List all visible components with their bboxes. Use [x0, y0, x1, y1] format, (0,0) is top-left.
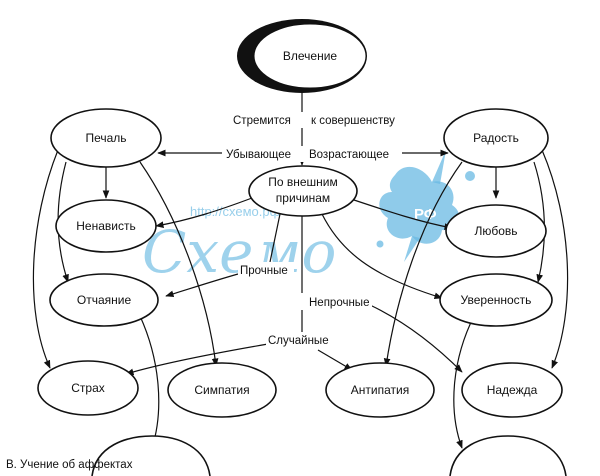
edge-radost-antipatiya — [383, 161, 463, 367]
node-vneshnim-line1: По внешним — [268, 175, 338, 189]
edge-vneshnim-prochnye — [269, 213, 281, 263]
label-stremitsya: Стремится — [233, 115, 291, 127]
label-sluchaynye: Случайные — [268, 335, 329, 347]
node-simpatiya: Симпатия — [167, 362, 277, 418]
node-vlechenie: Влечение — [237, 19, 367, 93]
watermark-rf: РФ — [414, 206, 437, 223]
edges — [32, 92, 569, 449]
edge-labels: Стремится к совершенству Убывающее Возра… — [222, 112, 402, 347]
figure-caption: В. Учение об аффектах — [6, 459, 133, 471]
node-simpatiya-label: Симпатия — [194, 383, 249, 397]
edge-neprochnye-nadezhda — [369, 304, 463, 373]
node-nenavist: Ненависть — [55, 199, 157, 253]
edge-sluchaynye-antipatiya — [317, 349, 353, 371]
nodes: Влечение Печаль Радость По внешним причи… — [37, 19, 567, 476]
node-lyubov: Любовь — [445, 204, 547, 258]
node-uverennost: Уверенность — [439, 273, 553, 327]
node-otchayanie: Отчаяние — [49, 273, 159, 327]
node-radost: Радость — [443, 108, 549, 168]
edge-otchayanie-lower — [139, 315, 160, 449]
node-nenavist-label: Ненависть — [76, 219, 135, 233]
node-nadezhda-label: Надежда — [487, 383, 538, 397]
node-vneshnim-line2: причинам — [276, 191, 330, 205]
edge-radost-uverennost — [533, 161, 545, 283]
watermark-url: http://схемо.рф — [190, 204, 281, 219]
node-lower-right-partial — [449, 435, 567, 476]
node-strakh: Страх — [37, 360, 139, 416]
node-pechal-label: Печаль — [85, 131, 126, 145]
edge-pechal-simpatiya — [139, 161, 219, 367]
node-uverennost-label: Уверенность — [461, 293, 532, 307]
node-otchayanie-label: Отчаяние — [77, 293, 132, 307]
node-vneshnim: По внешним причинам — [248, 165, 358, 217]
edge-vneshnim-lyubov — [353, 199, 453, 230]
edge-vneshnim-nenavist — [155, 197, 253, 228]
node-nadezhda: Надежда — [461, 362, 563, 418]
edge-uverennost-lower — [453, 315, 475, 449]
label-neprochnye: Непрочные — [309, 297, 369, 309]
node-vlechenie-label: Влечение — [283, 49, 338, 63]
edge-radost-nadezhda — [541, 149, 569, 369]
node-pechal: Печаль — [50, 108, 162, 168]
edge-prochnye-otchayanie — [165, 273, 239, 298]
label-prochnye: Прочные — [240, 265, 288, 277]
node-lower-left-partial — [91, 435, 211, 476]
node-antipatiya-label: Антипатия — [351, 383, 409, 397]
node-strakh-label: Страх — [71, 381, 105, 395]
node-antipatiya: Антипатия — [325, 362, 435, 418]
watermark-splash-icon — [376, 150, 475, 262]
label-ubyvayushchee: Убывающее — [226, 149, 291, 161]
label-k-sovershenstvu: к совершенству — [311, 115, 395, 127]
node-radost-label: Радость — [473, 131, 519, 145]
edge-pechal-strakh — [32, 149, 59, 369]
label-vozrastayushchee: Возрастающее — [309, 149, 389, 161]
node-lyubov-label: Любовь — [474, 224, 517, 238]
edge-vneshnim-uverennost — [321, 213, 443, 300]
edge-sluchaynye-strakh — [125, 343, 269, 376]
